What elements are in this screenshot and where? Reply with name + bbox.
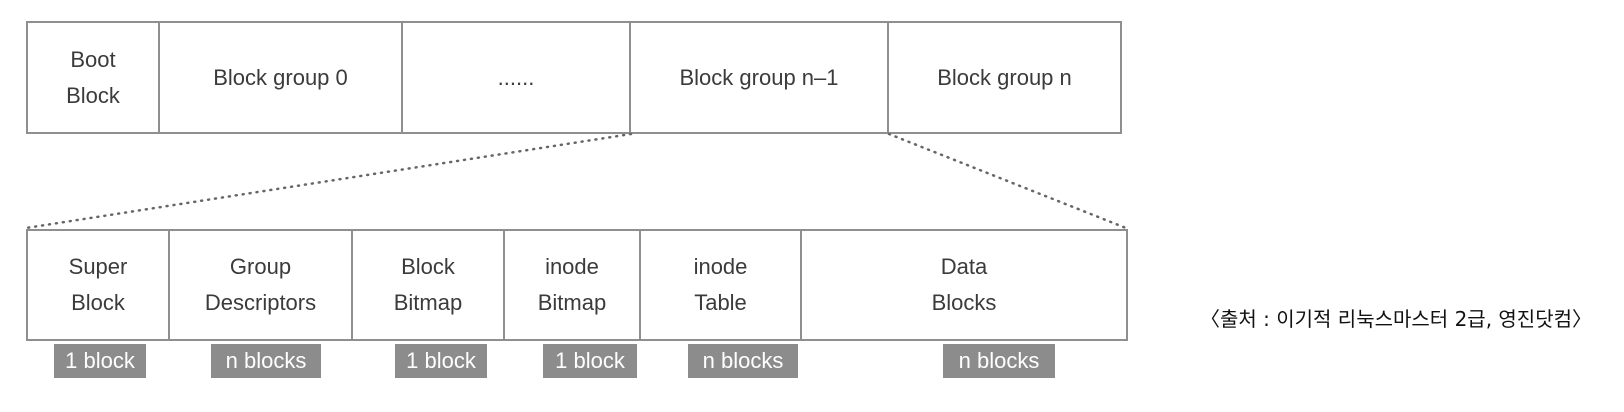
inode-table-size-badge: n blocks [688, 344, 798, 378]
inode-bitmap-cell: inode Bitmap [505, 229, 641, 341]
boot-block-cell: Boot Block [26, 21, 160, 134]
group-descriptors-label: Group Descriptors [204, 254, 317, 315]
block-bitmap-size-badge: 1 block [395, 344, 487, 378]
ellipsis-cell: ...... [403, 21, 631, 134]
source-caption: 〈출처 : 이기적 리눅스마스터 2급, 영진닷컴〉 [1200, 307, 1593, 331]
group-descriptors-cell: Group Descriptors [170, 229, 353, 341]
boot-block-label: Boot Block [66, 46, 120, 108]
data-blocks-label: Data Blocks [931, 254, 997, 315]
data-blocks-cell: Data Blocks [802, 229, 1128, 341]
inode-bitmap-size-badge: 1 block [543, 344, 637, 378]
left-expansion-line [24, 132, 633, 230]
block-group-n-minus-1-label: Block group n–1 [679, 64, 839, 90]
right-expansion-line [887, 132, 1128, 230]
super-block-cell: Super Block [26, 229, 170, 341]
block-group-n-label: Block group n [937, 64, 1072, 90]
data-blocks-size-badge: n blocks [943, 344, 1055, 378]
inode-table-label: inode Table [693, 254, 748, 315]
ellipsis-label: ...... [497, 64, 535, 90]
group-descriptors-size-badge: n blocks [211, 344, 321, 378]
super-block-label: Super Block [68, 254, 128, 315]
block-bitmap-label: Block Bitmap [393, 254, 463, 315]
block-bitmap-cell: Block Bitmap [353, 229, 505, 341]
block-group-n-cell: Block group n [889, 21, 1122, 134]
inode-bitmap-label: inode Bitmap [537, 254, 607, 315]
block-group-0-label: Block group 0 [213, 64, 348, 90]
inode-table-cell: inode Table [641, 229, 802, 341]
block-group-0-cell: Block group 0 [160, 21, 403, 134]
super-block-size-badge: 1 block [54, 344, 146, 378]
block-group-n-minus-1-cell: Block group n–1 [631, 21, 889, 134]
